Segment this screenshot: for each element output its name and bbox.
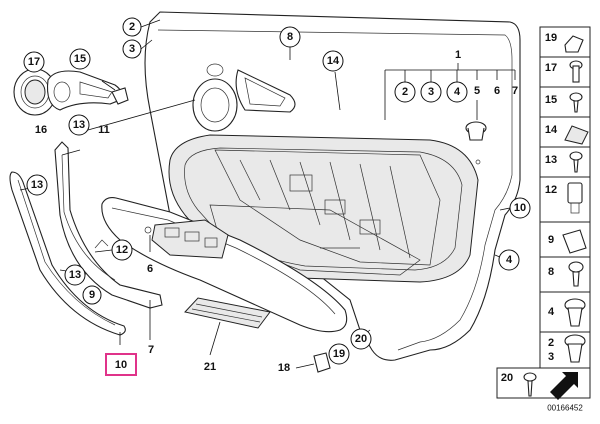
callout-13-lower: 13 bbox=[64, 264, 86, 286]
legend-row-19[interactable]: 19 bbox=[539, 26, 591, 58]
callout-8: 8 bbox=[279, 26, 301, 48]
callout-9: 9 bbox=[82, 285, 102, 305]
svg-text:4: 4 bbox=[454, 86, 461, 98]
svg-text:10: 10 bbox=[115, 359, 127, 371]
svg-text:14: 14 bbox=[327, 55, 340, 67]
svg-text:13: 13 bbox=[69, 269, 81, 281]
svg-text:5: 5 bbox=[474, 85, 480, 97]
callout-2-top: 2 bbox=[122, 17, 142, 37]
svg-text:15: 15 bbox=[545, 94, 557, 106]
svg-text:1: 1 bbox=[455, 49, 461, 61]
label-18: 18 bbox=[278, 362, 290, 374]
callout-13-left: 13 bbox=[26, 174, 48, 196]
legend-row-8[interactable]: 8 bbox=[539, 256, 591, 293]
callout-3-top: 3 bbox=[122, 39, 142, 59]
highlighted-part-10[interactable]: 10 bbox=[105, 353, 137, 376]
callout-12: 12 bbox=[111, 239, 133, 261]
legend-row-17[interactable]: 17 bbox=[539, 56, 591, 88]
diagram-code: 00166452 bbox=[547, 404, 583, 413]
svg-text:14: 14 bbox=[545, 124, 558, 136]
svg-text:2: 2 bbox=[548, 337, 554, 349]
svg-text:13: 13 bbox=[545, 154, 557, 166]
fastener-legend: 19 17 15 14 13 12 bbox=[496, 26, 591, 400]
svg-text:8: 8 bbox=[287, 31, 293, 43]
svg-text:17: 17 bbox=[28, 56, 40, 68]
callout-19: 19 bbox=[328, 343, 350, 365]
svg-text:6: 6 bbox=[494, 85, 500, 97]
svg-text:2: 2 bbox=[129, 21, 135, 33]
svg-text:9: 9 bbox=[548, 234, 554, 246]
svg-text:3: 3 bbox=[428, 86, 434, 98]
label-6: 6 bbox=[147, 263, 153, 275]
arrow-icon bbox=[550, 372, 578, 400]
svg-text:13: 13 bbox=[31, 179, 43, 191]
speaker-cover-part bbox=[13, 68, 57, 116]
svg-text:20: 20 bbox=[355, 333, 367, 345]
svg-text:12: 12 bbox=[116, 244, 128, 256]
svg-text:19: 19 bbox=[545, 32, 557, 44]
svg-text:13: 13 bbox=[73, 119, 85, 131]
legend-row-12[interactable]: 12 bbox=[539, 176, 591, 223]
legend-row-4[interactable]: 4 bbox=[539, 291, 591, 333]
group-callout-1: 1 2 3 4 5 6 7 bbox=[394, 49, 518, 103]
svg-text:10: 10 bbox=[514, 202, 526, 214]
label-16: 16 bbox=[35, 124, 47, 136]
small-clip-part bbox=[313, 352, 331, 373]
callout-4: 4 bbox=[498, 249, 520, 271]
armrest-switch-panel-part bbox=[101, 197, 348, 333]
label-11: 11 bbox=[98, 124, 110, 136]
svg-text:7: 7 bbox=[512, 85, 518, 97]
svg-text:3: 3 bbox=[129, 43, 135, 55]
callout-17: 17 bbox=[23, 51, 45, 73]
callout-13-upper: 13 bbox=[68, 114, 90, 136]
legend-row-14[interactable]: 14 bbox=[539, 116, 591, 148]
svg-text:17: 17 bbox=[545, 62, 557, 74]
legend-row-13[interactable]: 13 bbox=[539, 146, 591, 178]
svg-text:4: 4 bbox=[506, 254, 513, 266]
svg-text:8: 8 bbox=[548, 266, 554, 278]
mat-part bbox=[184, 297, 271, 329]
callout-20: 20 bbox=[350, 328, 372, 350]
legend-row-9[interactable]: 9 bbox=[539, 221, 591, 258]
trim-strip-part bbox=[9, 171, 126, 336]
svg-text:19: 19 bbox=[333, 348, 345, 360]
callout-10-right: 10 bbox=[509, 197, 531, 219]
legend-row-15[interactable]: 15 bbox=[539, 86, 591, 118]
svg-text:2: 2 bbox=[402, 86, 408, 98]
door-handle-bracket-part bbox=[46, 70, 129, 111]
svg-text:12: 12 bbox=[545, 184, 557, 196]
inner-trim-strip-part bbox=[54, 141, 163, 309]
svg-text:3: 3 bbox=[548, 351, 554, 363]
svg-text:9: 9 bbox=[89, 289, 95, 301]
svg-text:15: 15 bbox=[74, 53, 86, 65]
svg-text:20: 20 bbox=[501, 372, 513, 384]
callout-14: 14 bbox=[322, 50, 344, 72]
callout-15: 15 bbox=[69, 48, 91, 70]
panel-clip bbox=[465, 121, 487, 141]
legend-row-20[interactable]: 20 bbox=[496, 367, 591, 400]
svg-text:4: 4 bbox=[548, 306, 555, 318]
label-21: 21 bbox=[204, 361, 216, 373]
legend-row-2-3[interactable]: 2 3 bbox=[539, 331, 591, 369]
label-7: 7 bbox=[148, 344, 154, 356]
